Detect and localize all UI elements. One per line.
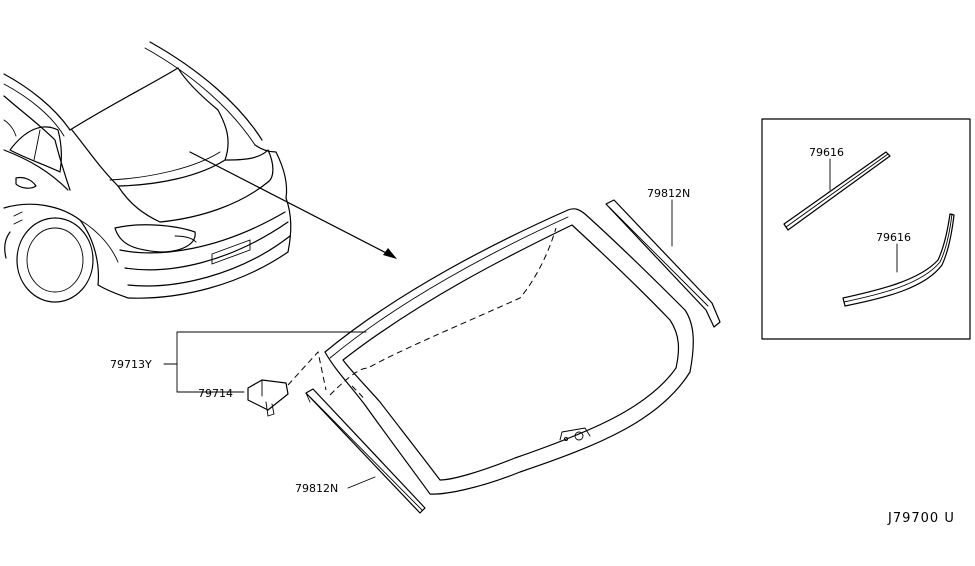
car-rear-illustration: [3, 41, 292, 303]
inset-box: [761, 118, 971, 340]
leader-lines: [163, 158, 898, 489]
part-label-79714: 79714: [198, 387, 233, 400]
part-label-79616-upper: 79616: [809, 146, 844, 159]
molding-right: [605, 199, 721, 328]
part-label-79713y: 79713Y: [110, 358, 152, 371]
part-label-79812n-right: 79812N: [647, 187, 690, 200]
callout-arrow: [189, 151, 397, 259]
diagram-code: J79700 U: [887, 511, 955, 526]
molding-left: [305, 388, 426, 514]
back-window-glass: [324, 208, 694, 495]
part-label-79812n-left: 79812N: [295, 482, 338, 495]
part-label-79616-lower: 79616: [876, 231, 911, 244]
glass-bracket: [247, 350, 327, 417]
